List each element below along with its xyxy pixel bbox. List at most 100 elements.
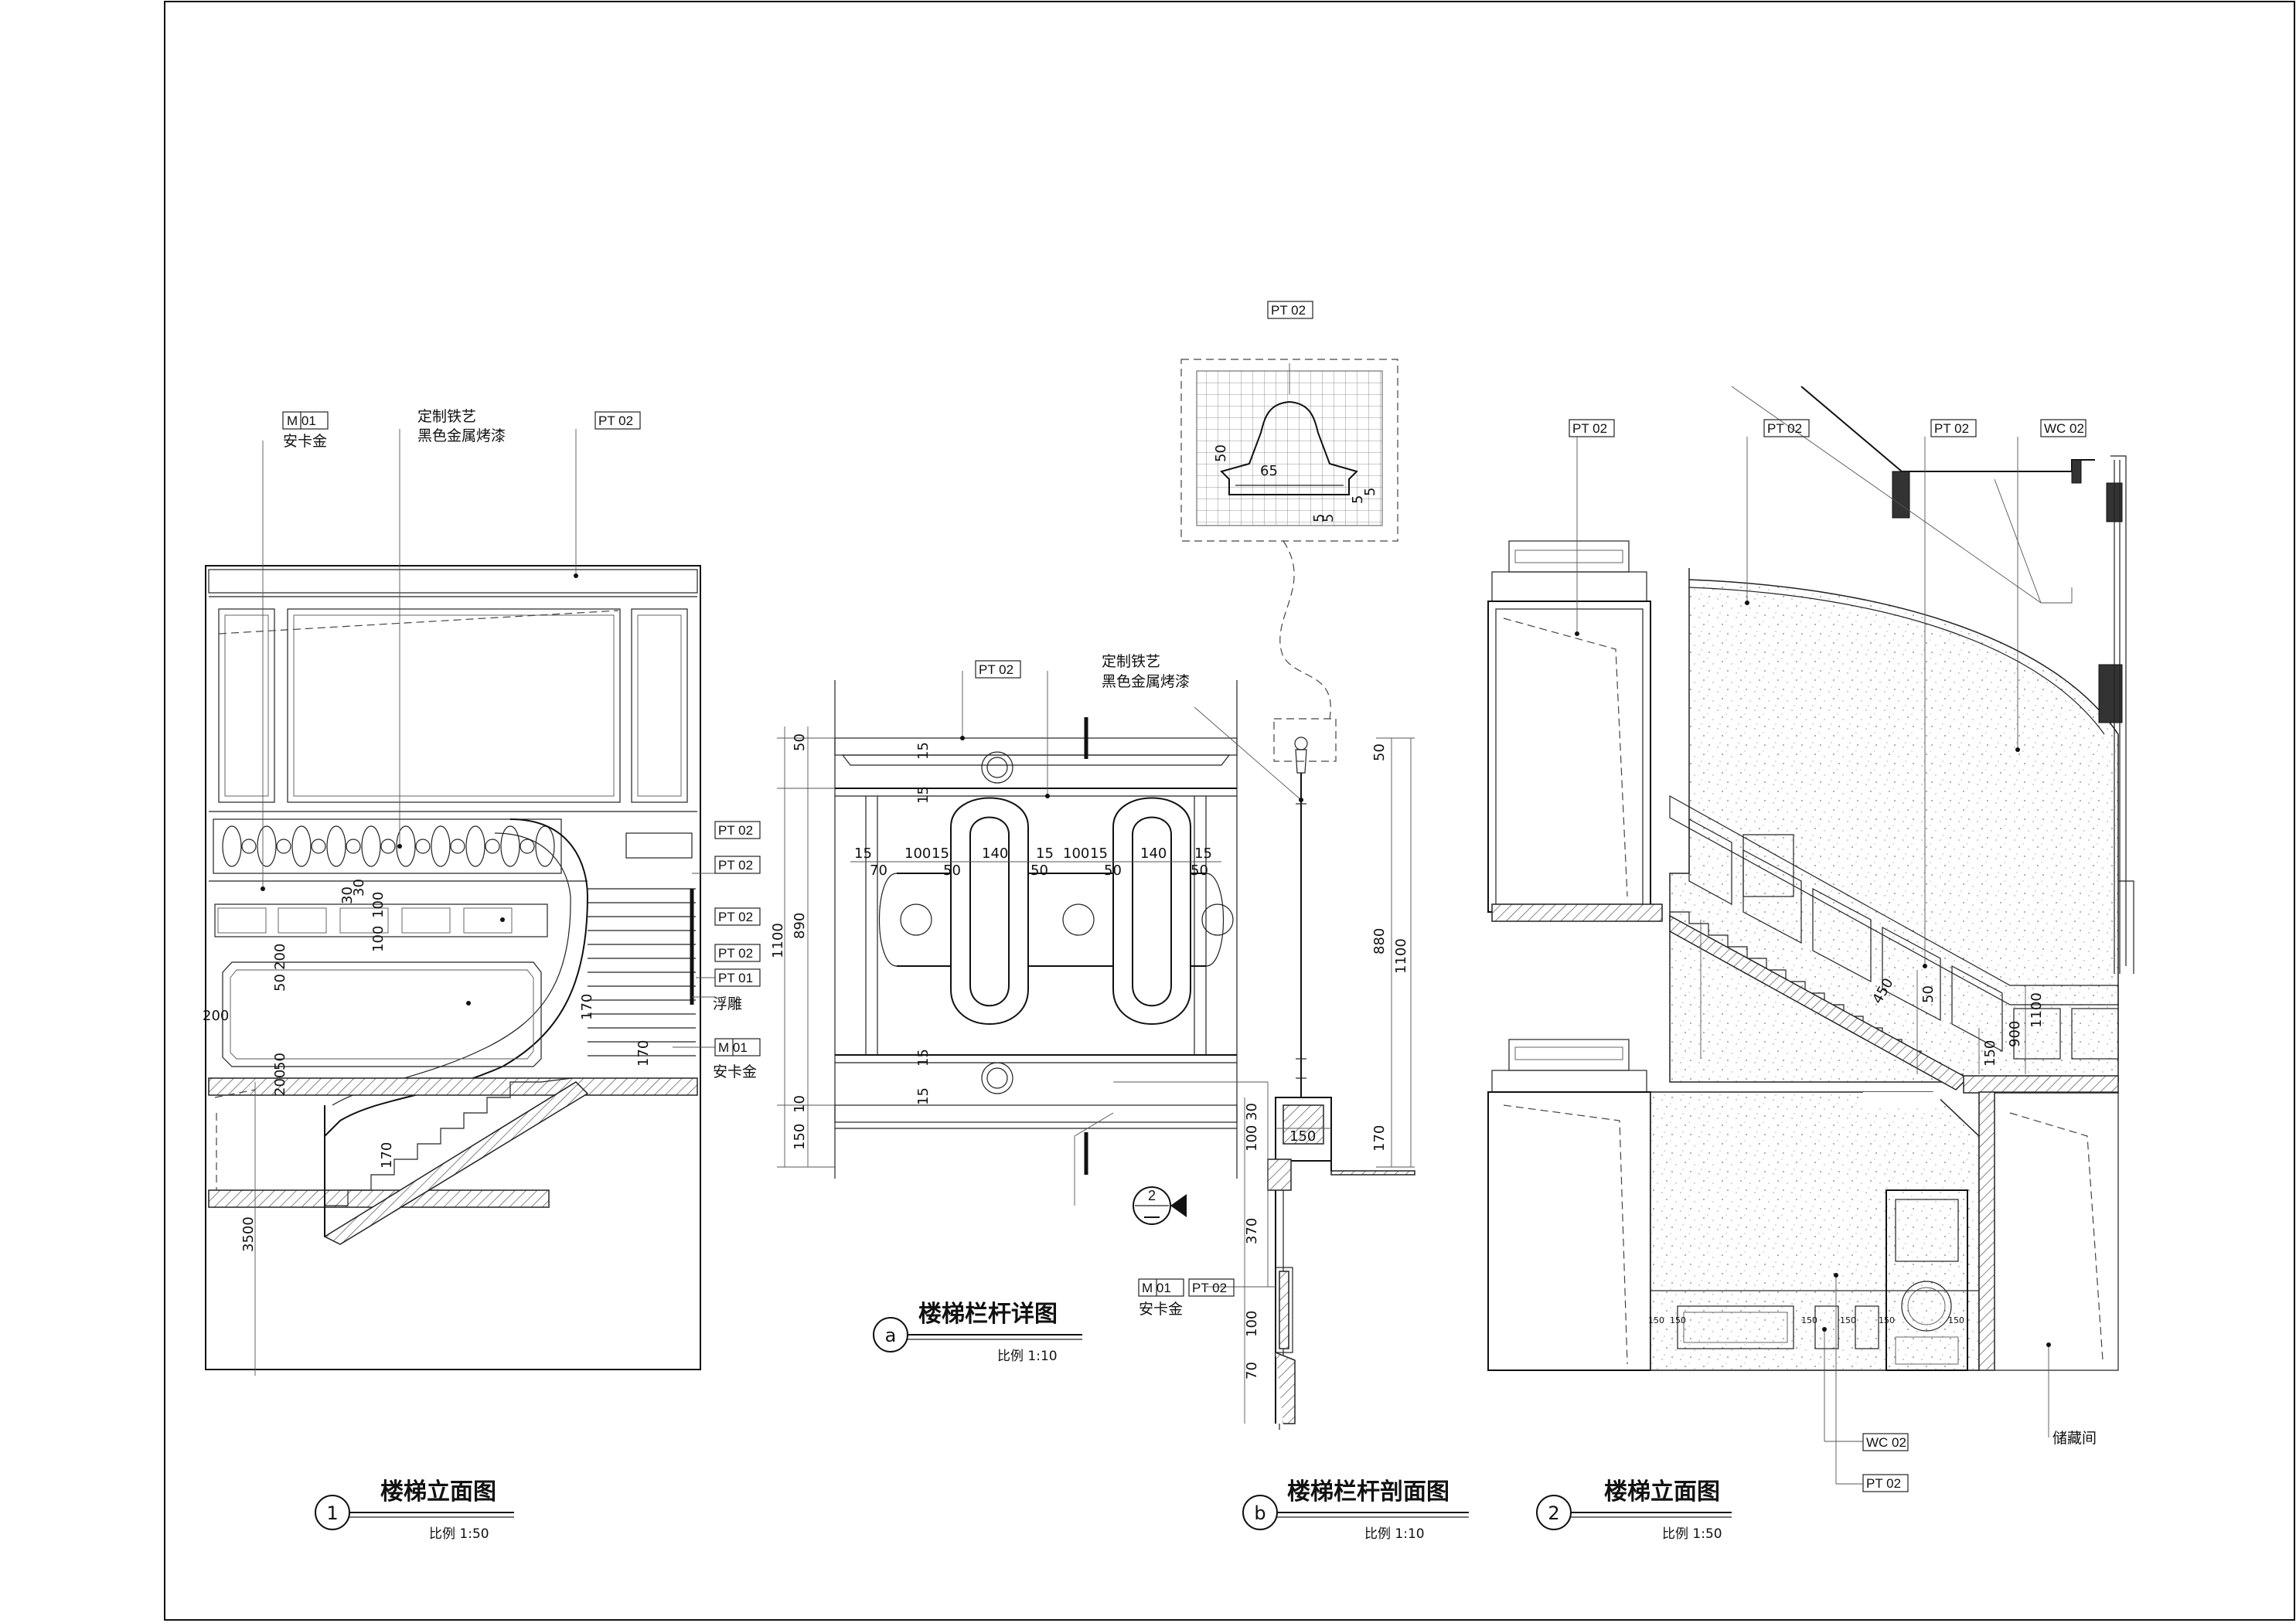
svg-text:170: 170 xyxy=(635,1040,652,1067)
svg-text:5: 5 xyxy=(1350,495,1366,504)
svg-text:370: 370 xyxy=(1244,1218,1260,1244)
svg-text:900: 900 xyxy=(2007,1021,2023,1047)
svg-text:5: 5 xyxy=(1320,514,1337,522)
svg-text:PT 02: PT 02 xyxy=(1866,1476,1901,1491)
svg-text:1100: 1100 xyxy=(2029,992,2045,1028)
svg-text:15: 15 xyxy=(1194,846,1212,862)
svg-text:100: 100 xyxy=(1244,1311,1260,1337)
svg-text:楼梯栏杆剖面图: 楼梯栏杆剖面图 xyxy=(1287,1478,1449,1506)
svg-text:5: 5 xyxy=(1311,514,1327,522)
svg-text:PT 02: PT 02 xyxy=(1192,1281,1227,1295)
svg-text:100: 100 xyxy=(904,846,931,862)
svg-text:PT 02: PT 02 xyxy=(718,946,753,961)
svg-text:70: 70 xyxy=(1244,1362,1260,1380)
svg-text:15: 15 xyxy=(1090,846,1108,862)
svg-text:PT 02: PT 02 xyxy=(718,823,753,838)
svg-text:50: 50 xyxy=(272,1053,288,1070)
svg-text:150: 150 xyxy=(1879,1315,1895,1325)
svg-text:150: 150 xyxy=(1670,1315,1686,1325)
svg-text:PT 02: PT 02 xyxy=(979,662,1013,677)
svg-text:a: a xyxy=(885,1325,897,1346)
note-an-ka-jin-va: 安卡金 xyxy=(1139,1301,1183,1318)
svg-text:PT 01: PT 01 xyxy=(718,971,753,985)
svg-text:PT 02: PT 02 xyxy=(598,413,633,428)
title-view-a: a 楼梯栏杆详图 比例 1:10 xyxy=(873,1301,1082,1364)
svg-text:15: 15 xyxy=(915,1049,932,1067)
svg-text:2: 2 xyxy=(1548,1502,1559,1524)
svg-text:30: 30 xyxy=(351,879,367,897)
tag-m01-v1: M 01 xyxy=(282,411,329,430)
section-marker-number: 2 xyxy=(1148,1188,1156,1203)
tag-pt01-v1: PT 01 xyxy=(714,968,761,987)
svg-text:50: 50 xyxy=(1371,743,1388,761)
svg-text:1: 1 xyxy=(326,1502,338,1524)
title-view-2: 2 楼梯立面图 比例 1:50 xyxy=(1536,1478,1732,1542)
svg-text:50: 50 xyxy=(272,974,288,992)
svg-text:比例 1:10: 比例 1:10 xyxy=(1364,1526,1425,1542)
svg-text:1100: 1100 xyxy=(1393,938,1409,974)
elevation-2 xyxy=(1487,386,2134,1485)
tag-pt02-v2-b: PT 02 xyxy=(1763,419,1810,437)
svg-text:PT 02: PT 02 xyxy=(1572,421,1607,436)
svg-text:65: 65 xyxy=(1260,463,1278,479)
svg-text:50: 50 xyxy=(943,863,961,879)
svg-text:150: 150 xyxy=(1289,1128,1316,1145)
svg-text:150: 150 xyxy=(1648,1315,1664,1325)
note-an-ka-jin-v1: 安卡金 xyxy=(283,433,327,450)
sheet-border xyxy=(164,1,2295,1621)
svg-text:150: 150 xyxy=(1801,1315,1817,1325)
svg-text:PT 02: PT 02 xyxy=(1934,421,1969,436)
svg-text:30: 30 xyxy=(339,886,356,904)
svg-text:1100: 1100 xyxy=(770,923,786,958)
tag-pt02-v2-d: PT 02 xyxy=(1862,1474,1909,1492)
tag-pt02-va-b: PT 02 xyxy=(1188,1278,1235,1297)
svg-text:15: 15 xyxy=(854,846,872,862)
svg-text:100: 100 xyxy=(370,892,387,918)
svg-text:140: 140 xyxy=(1140,846,1167,862)
svg-text:比例 1:10: 比例 1:10 xyxy=(997,1349,1058,1364)
svg-text:M 01: M 01 xyxy=(1142,1281,1171,1295)
svg-text:M 01: M 01 xyxy=(718,1040,748,1055)
svg-text:楼梯立面图: 楼梯立面图 xyxy=(1604,1478,1720,1506)
svg-text:50: 50 xyxy=(1104,863,1122,879)
svg-text:150: 150 xyxy=(1948,1315,1964,1325)
svg-text:140: 140 xyxy=(982,846,1008,862)
tag-pt02-vb: PT 02 xyxy=(1267,301,1313,319)
svg-text:50: 50 xyxy=(1920,985,1937,1003)
title-view-b: b 楼梯栏杆剖面图 比例 1:10 xyxy=(1242,1478,1469,1542)
svg-text:100: 100 xyxy=(1244,1125,1260,1152)
svg-text:100: 100 xyxy=(1063,846,1089,862)
svg-text:b: b xyxy=(1254,1502,1266,1524)
svg-text:楼梯立面图: 楼梯立面图 xyxy=(380,1478,496,1506)
note-relief: 浮雕 xyxy=(713,995,742,1012)
svg-text:楼梯栏杆详图: 楼梯栏杆详图 xyxy=(918,1301,1058,1328)
svg-text:50: 50 xyxy=(1191,863,1208,879)
tag-wc02-v2-a: WC 02 xyxy=(2040,419,2086,437)
svg-text:WC 02: WC 02 xyxy=(1866,1435,1906,1450)
svg-text:PT 02: PT 02 xyxy=(1271,303,1306,318)
svg-text:50: 50 xyxy=(1213,444,1229,462)
railing-detail-a: 2 xyxy=(777,671,1284,1237)
tag-pt02-v1-a: PT 02 xyxy=(714,821,761,839)
elevation-1 xyxy=(205,429,715,1376)
tag-wc02-v2-b: WC 02 xyxy=(1862,1433,1909,1451)
svg-text:15: 15 xyxy=(932,846,949,862)
note-custom-iron-v1: 定制铁艺 xyxy=(417,408,476,425)
svg-text:150: 150 xyxy=(792,1124,808,1150)
svg-text:150: 150 xyxy=(1840,1315,1856,1325)
svg-text:200: 200 xyxy=(272,944,288,970)
svg-text:50: 50 xyxy=(1030,863,1048,879)
material-tags: M 01 PT 02 PT 02 PT 02 PT 02 PT 02 PT 01… xyxy=(282,301,2086,1492)
svg-text:100: 100 xyxy=(370,926,387,952)
svg-text:170: 170 xyxy=(579,994,595,1020)
tag-pt02-v2-c: PT 02 xyxy=(1930,419,1977,437)
note-an-ka-jin-v1-b: 安卡金 xyxy=(713,1063,757,1080)
note-storage: 储藏间 xyxy=(2052,1430,2097,1447)
svg-text:150: 150 xyxy=(1982,1040,1998,1067)
svg-text:M 01: M 01 xyxy=(287,413,316,428)
svg-text:15: 15 xyxy=(915,742,932,760)
svg-text:200: 200 xyxy=(203,1008,229,1024)
svg-text:880: 880 xyxy=(1371,928,1388,954)
tag-pt02-v2-a: PT 02 xyxy=(1569,419,1615,437)
note-custom-iron-2-va: 黑色金属烤漆 xyxy=(1102,673,1190,690)
